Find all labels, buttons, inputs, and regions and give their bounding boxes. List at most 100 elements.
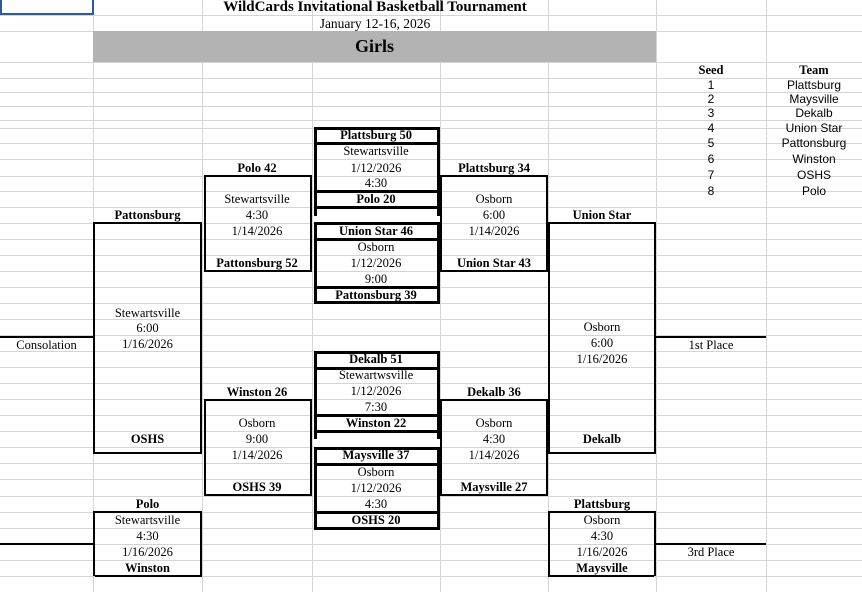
seed-value: 1 <box>707 78 715 92</box>
r1-g3-divider2 <box>314 414 440 417</box>
final-team-bottom: Dekalb <box>582 431 622 446</box>
r2w-top-loser: Union Star 43 <box>456 255 532 270</box>
grid-row-line <box>0 15 862 16</box>
r2l-top-loser: Pattonsburg 52 <box>216 255 298 270</box>
third-place-label: 3rd Place <box>687 544 735 559</box>
grid-row-line <box>0 479 862 480</box>
consolation-label: Consolation <box>16 337 77 352</box>
grid-row-line <box>0 383 862 384</box>
r1-g2-site: Osborn <box>357 240 395 255</box>
r2l-bot-box-top <box>204 399 312 401</box>
grid-row-line <box>0 496 862 497</box>
r2l-bot-date: 1/14/2026 <box>231 447 283 462</box>
r1-g4-right-edge <box>437 447 440 528</box>
tournament-dates: January 12-16, 2026 <box>319 16 431 32</box>
r1-g1-left-edge <box>314 127 317 216</box>
r2l-top-box-top <box>204 175 312 177</box>
team-column-header: Team <box>799 63 829 78</box>
consol-left-edge <box>93 222 95 338</box>
r1-g3-date: 1/12/2026 <box>350 384 402 399</box>
r2w-bot-time: 4:30 <box>482 431 506 446</box>
r2l-bot-right-edge <box>310 399 312 496</box>
team-name: Maysville <box>789 92 839 106</box>
r2l-top-time: 4:30 <box>245 207 269 222</box>
consol-box-bottom <box>95 452 202 454</box>
r1-g2-right-edge <box>437 222 440 302</box>
consol-site: Stewartsville <box>114 305 181 320</box>
r2w-bot-loser: Maysville 27 <box>460 480 528 495</box>
team-name: Polo <box>801 184 827 198</box>
r1-g4-divider <box>314 463 440 466</box>
grid-row-line <box>0 62 862 63</box>
third-box-bottom <box>548 575 654 577</box>
r2w-top-site: Osborn <box>475 191 513 206</box>
team-name: Union Star <box>785 121 843 135</box>
r2w-top-right-edge <box>546 175 548 272</box>
seventh-date: 1/16/2026 <box>122 544 173 559</box>
grid-row-line <box>0 560 862 561</box>
consol-left-edge-lower <box>93 338 95 454</box>
r1-g2-loser: Pattonsburg 39 <box>335 287 417 302</box>
team-name: OSHS <box>796 168 831 182</box>
grid-col-line <box>440 0 441 592</box>
r1-g3-right-edge <box>437 351 440 439</box>
seventh-team-bottom: Winston <box>125 560 170 575</box>
r2w-bot-date: 1/14/2026 <box>468 447 520 462</box>
grid-row-line <box>0 319 862 320</box>
active-cell-selection[interactable] <box>0 0 94 15</box>
r2l-bot-loser: OSHS 39 <box>232 480 282 495</box>
seed-value: 7 <box>707 168 715 182</box>
r1-g1-box-top <box>314 127 440 130</box>
third-right-edge-lower <box>654 545 656 576</box>
grid-row-line <box>0 271 862 272</box>
r1-g2-divider <box>314 238 440 241</box>
seed-value: 4 <box>707 121 715 135</box>
r1-g2-winner: Union Star 46 <box>338 223 414 238</box>
r2l-top-site: Stewartsville <box>224 191 290 206</box>
third-team-bottom: Maysville <box>576 560 628 575</box>
grid-row-line <box>0 399 862 400</box>
consol-date: 1/16/2026 <box>122 336 173 351</box>
team-name: Pattonsburg <box>781 136 847 150</box>
r1-g4-left-edge <box>314 447 317 528</box>
grid-col-line <box>766 0 767 592</box>
r1-g1-date: 1/12/2026 <box>350 160 402 175</box>
seed-value: 2 <box>707 92 715 106</box>
r1-g1-site: Stewartsville <box>343 144 409 159</box>
seventh-out-line <box>0 543 95 545</box>
seventh-site: Stewartsville <box>114 512 181 527</box>
r2w-top-winner: Plattsburg 34 <box>458 160 530 175</box>
grid-row-line <box>0 544 862 545</box>
r1-g3-left-edge <box>314 351 317 439</box>
seventh-team-top: Polo <box>135 496 160 511</box>
third-site: Osborn <box>583 512 621 527</box>
r1-g3-winner: Dekalb 51 <box>349 352 403 367</box>
consol-out-line <box>0 336 95 338</box>
r1-g4-box-bottom <box>314 527 440 530</box>
r2l-top-right-edge <box>310 175 312 272</box>
grid-row-line <box>0 78 862 79</box>
consol-time: 6:00 <box>136 320 159 335</box>
seventh-right-edge <box>200 511 202 576</box>
r2w-bot-right-edge <box>546 399 548 496</box>
r2w-bot-box-top <box>440 399 546 401</box>
page-title: WildCards Invitational Basketball Tourna… <box>223 0 527 15</box>
r2w-bot-site: Osborn <box>475 415 513 430</box>
r1-g4-divider2 <box>314 511 440 514</box>
division-banner: Girls <box>93 31 656 62</box>
r1-g3-loser: Winston 22 <box>345 415 407 430</box>
seed-value: 5 <box>707 136 715 150</box>
grid-row-line <box>0 255 862 256</box>
r2w-bot-box-bottom <box>440 494 546 496</box>
first-place-label: 1st Place <box>688 337 734 352</box>
seed-column-header: Seed <box>698 63 724 78</box>
third-date: 1/16/2026 <box>576 544 628 559</box>
r1-g3-divider <box>314 367 440 370</box>
r1-g1-loser: Polo 20 <box>356 191 396 206</box>
r1-g4-date: 1/12/2026 <box>350 480 402 495</box>
r2w-bot-winner: Dekalb 36 <box>467 384 521 399</box>
third-box-top <box>548 511 654 513</box>
r2w-top-date: 1/14/2026 <box>468 223 520 238</box>
r1-g4-box-top <box>314 447 440 450</box>
